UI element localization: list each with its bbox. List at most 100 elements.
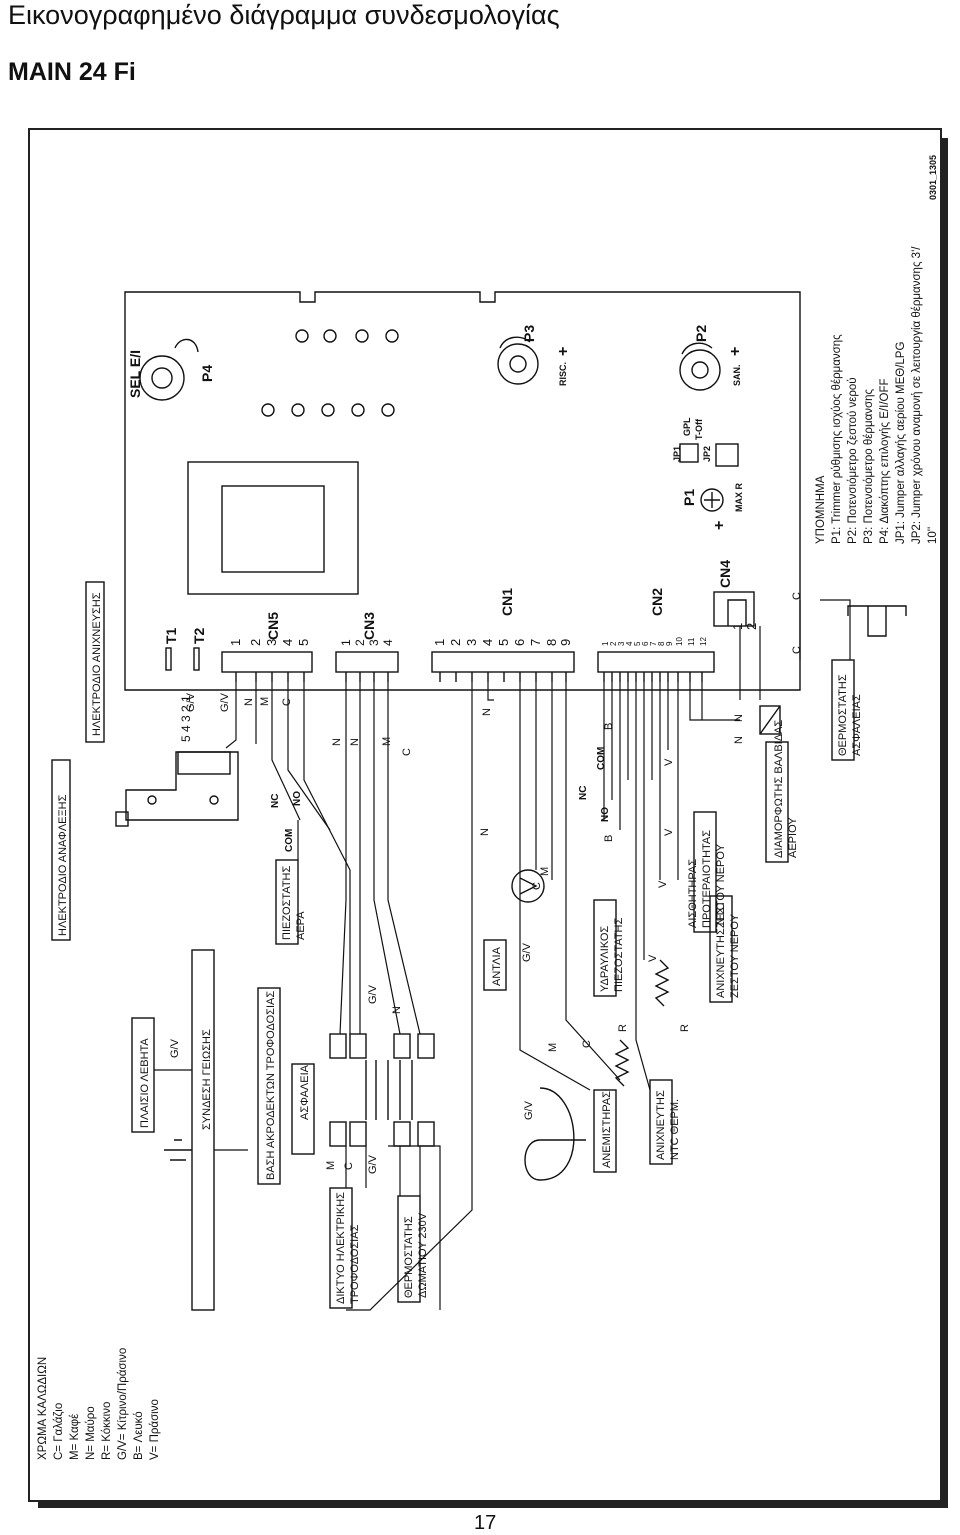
m-label: M: [547, 1043, 559, 1052]
gpl-label: GPL: [682, 417, 692, 436]
transformer-core: [221, 485, 325, 573]
p3-knob: [497, 343, 539, 385]
cn5-pin-number: 2: [248, 639, 263, 646]
p4-knob: [139, 355, 185, 401]
c-label: C: [281, 698, 293, 706]
cn5-label: CN5: [265, 612, 281, 640]
t1-terminal: [165, 647, 172, 671]
hydraulic-pressostat-label-2: ΠΙΕΖΟΣΤΑΤΗΣ: [613, 918, 625, 992]
wire-colors-title: ΧΡΩΜΑ ΚΑΛΩΔΙΩΝ: [37, 1357, 49, 1460]
cn3-connector: [335, 651, 399, 673]
hyd-nc-label: NC: [578, 786, 589, 800]
sel-label: SEL E/I: [127, 350, 143, 398]
gas-valve-label-2: ΑΕΡΙΟΥ: [787, 817, 799, 858]
air-pressostat-box: [275, 859, 299, 945]
hydraulic-pressostat-box: [593, 899, 617, 997]
gas-valve-label-1: ΔΙΑΜΟΡΦΩΤΗΣ ΒΑΛΒΙΔΑΣ: [773, 720, 785, 858]
cn2-pin-number: 4: [625, 641, 634, 646]
ntc-heating-label-1: ΑΝΙΧΝΕΥΤΗΣ: [655, 1090, 667, 1160]
jp1-label: JP1: [672, 446, 682, 462]
priority-sensor-label-3: ΖΕΣΤΟΥ ΝΕΡΟΥ: [715, 843, 727, 928]
earth-label: ΣΥΝΔΕΣΗ ΓΕΙΩΣΗΣ: [201, 1029, 213, 1130]
cn2-connector: [597, 651, 715, 673]
earth-bar: [191, 949, 215, 1311]
cn2-pin-number: 10: [675, 637, 684, 646]
n-label: N: [243, 698, 255, 706]
control-board-outline: [124, 291, 801, 691]
max-r-label: MAX R: [734, 483, 744, 513]
safety-thermostat-symbol: [847, 605, 907, 637]
p2-plus: +: [727, 347, 744, 356]
t2-terminal: [193, 647, 200, 671]
pump-symbol: [511, 869, 545, 903]
fan-symbol: [524, 1087, 586, 1181]
air-pressostat-label-1: ΠΙΕΖΟΣΤΑΤΗΣ: [281, 866, 293, 940]
board-labels: SEL E/I P4 P3 P2 P1 T1 T2 CN5 CN3 CN1 CN…: [127, 325, 733, 644]
n-label: N: [733, 714, 745, 722]
cn1-pin-number: 6: [512, 639, 527, 646]
cn4-label: CN4: [717, 560, 733, 588]
r-label: R: [679, 1024, 691, 1032]
page-number: 17: [474, 1512, 497, 1534]
cn1-pin-number: 1: [432, 639, 447, 646]
cn5-pin-number: 5: [296, 639, 311, 646]
p2-knob: [679, 349, 721, 391]
boiler-frame-box: [131, 1017, 155, 1133]
legend-title: ΥΠΟΜΝΗΜΑ: [815, 475, 827, 544]
legend: ΥΠΟΜΝΗΜΑ P1: Trimmer ρύθμισης ισχύος θέρ…: [815, 246, 939, 544]
cn3-pin-number: 1: [339, 639, 353, 646]
cn4-pin-number: 2: [744, 623, 759, 630]
pump-box: [483, 939, 507, 991]
hyd-com-label: COM: [596, 747, 607, 770]
legend-item: JP1: Jumper αλλαγής αερίου ΜΕΘ/LPG: [895, 342, 907, 544]
cn2-pin-number: 9: [665, 641, 674, 646]
gv-label: G/V: [367, 984, 379, 1004]
cn2-pin-number: 3: [617, 641, 626, 646]
wire-color-item: R= Κόκκινο: [101, 1402, 113, 1460]
wire-letters: G/V G/V N M C N N M C N N M C G/V M C G/…: [169, 592, 803, 1174]
n-label: N: [349, 738, 361, 746]
v-label: V: [657, 880, 669, 888]
gv-label: G/V: [219, 692, 231, 712]
fan-label: ΑΝΕΜΙΣΤΗΡΑΣ: [601, 1091, 613, 1168]
ntc-dhw-resistor: [654, 959, 670, 1007]
cn1-pin-number: 8: [544, 639, 559, 646]
wire-color-item: C= Γαλάζιο: [53, 1403, 65, 1460]
r-label: R: [617, 1024, 629, 1032]
jp2-jumper: [715, 443, 739, 467]
jp2-label: JP2: [702, 446, 712, 462]
c-label: C: [791, 592, 803, 600]
ntc-heating-box: [649, 1079, 673, 1165]
boiler-frame-label: ΠΛΑΙΣΙΟ ΛΕΒΗΤΑ: [139, 1038, 151, 1128]
fuse-box: [291, 1063, 315, 1155]
cn5-pin-number: 3: [264, 639, 279, 646]
page-title: Εικονογραφημένο διάγραμμα συνδεσμολογίας: [8, 0, 560, 30]
cn1-pin-number: 2: [448, 639, 463, 646]
ntc-dhw-box: [709, 895, 733, 1003]
t1-label: T1: [163, 627, 179, 644]
cn1-pin-number: 9: [558, 639, 573, 646]
toff-label: T-Off: [694, 418, 704, 440]
ntc-heating-resistor: [614, 1039, 630, 1087]
air-com-label: COM: [284, 829, 295, 852]
legend-item: P1: Trimmer ρύθμισης ισχύος θέρμανσης: [831, 334, 843, 544]
cn1-pin-number: 7: [528, 639, 543, 646]
cn2-pin-number: 11: [687, 637, 696, 646]
legend-item: 10'': [927, 527, 939, 544]
pump-label: ΑΝΤΛΙΑ: [491, 946, 503, 986]
gas-valve-box: [765, 741, 789, 863]
terminal-base: [257, 987, 281, 1185]
cn3-label: CN3: [361, 612, 377, 640]
gv-label: G/V: [367, 1154, 379, 1174]
p1-trimmer: [700, 488, 724, 512]
hyd-no-label: NO: [600, 807, 611, 822]
c-label: C: [401, 748, 413, 756]
legend-item: P4: Διακόπτης επιλογής E/I/OFF: [879, 378, 891, 544]
cn4-connector: [713, 591, 755, 627]
m-label: M: [381, 737, 393, 746]
air-no-label: NO: [292, 791, 303, 806]
terminal-base-label: ΒΑΣΗ ΑΚΡΟΔΕΚΤΩΝ ΤΡΟΦΟΔΟΣΙΑΣ: [265, 991, 277, 1180]
cn2-pin-number: 12: [699, 637, 708, 646]
detection-electrode-label: ΗΛΕΚΤΡΟΔΙΟ ΑΝΙΧΝΕΥΣΗΣ: [91, 592, 103, 736]
wire-color-item: M= Καφέ: [69, 1414, 81, 1460]
